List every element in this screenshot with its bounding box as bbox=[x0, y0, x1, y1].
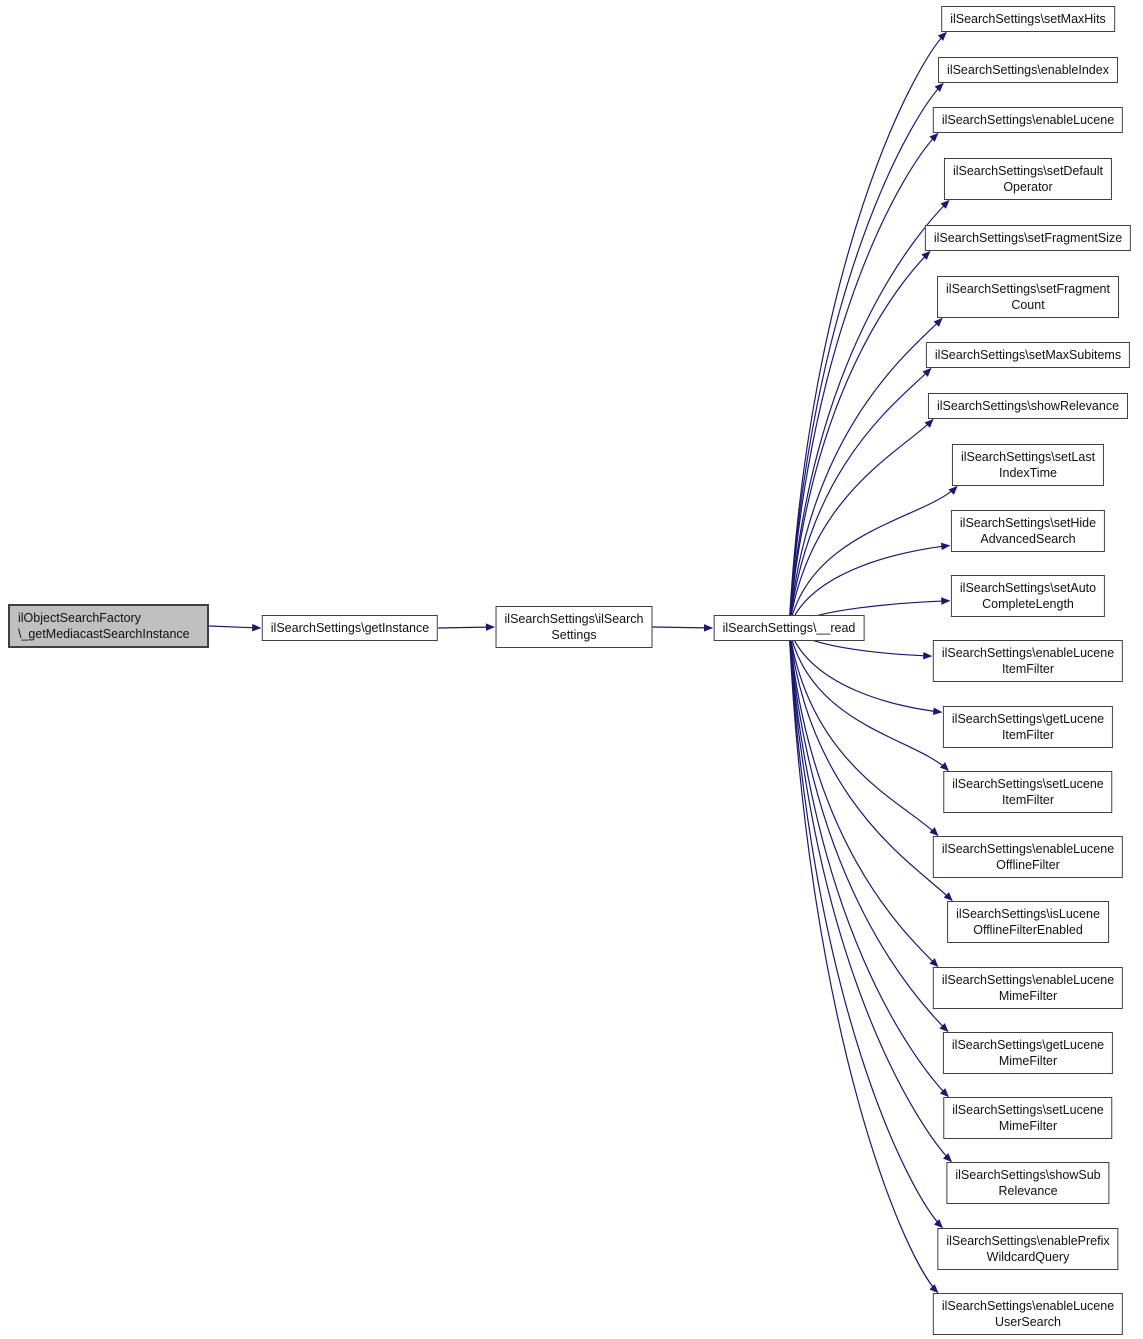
node-enable-lucene-user-search[interactable]: ilSearchSettings\enableLucene UserSearch bbox=[932, 1293, 1124, 1335]
node-set-fragment-count[interactable]: ilSearchSettings\setFragment Count bbox=[937, 276, 1119, 318]
node-is-lucene-offline-filter-enabled[interactable]: ilSearchSettings\isLucene OfflineFilterE… bbox=[947, 901, 1109, 943]
node-get-instance[interactable]: ilSearchSettings\getInstance bbox=[261, 615, 439, 641]
node-set-max-subitems[interactable]: ilSearchSettings\setMaxSubitems bbox=[925, 342, 1131, 368]
node-set-default-operator[interactable]: ilSearchSettings\setDefault Operator bbox=[943, 158, 1113, 200]
node-set-lucene-item-filter[interactable]: ilSearchSettings\setLucene ItemFilter bbox=[943, 771, 1113, 813]
node-set-hide-advanced-search[interactable]: ilSearchSettings\setHide AdvancedSearch bbox=[950, 510, 1106, 552]
node-enable-lucene-offline-filter[interactable]: ilSearchSettings\enableLucene OfflineFil… bbox=[932, 836, 1124, 878]
node-get-mediacast-search-instance: ilObjectSearchFactory \_getMediacastSear… bbox=[8, 604, 209, 648]
node-enable-lucene[interactable]: ilSearchSettings\enableLucene bbox=[932, 107, 1124, 133]
node-show-relevance[interactable]: ilSearchSettings\showRelevance bbox=[927, 393, 1129, 419]
node-set-lucene-mime-filter[interactable]: ilSearchSettings\setLucene MimeFilter bbox=[943, 1097, 1113, 1139]
node-set-max-hits[interactable]: ilSearchSettings\setMaxHits bbox=[941, 6, 1115, 32]
node-enable-lucene-item-filter[interactable]: ilSearchSettings\enableLucene ItemFilter bbox=[932, 640, 1124, 682]
node-get-lucene-mime-filter[interactable]: ilSearchSettings\getLucene MimeFilter bbox=[942, 1032, 1114, 1074]
node-set-last-index-time[interactable]: ilSearchSettings\setLast IndexTime bbox=[951, 444, 1105, 486]
node-enable-index[interactable]: ilSearchSettings\enableIndex bbox=[938, 57, 1118, 83]
node-set-auto-complete-length[interactable]: ilSearchSettings\setAuto CompleteLength bbox=[950, 575, 1106, 617]
node-read[interactable]: ilSearchSettings\__read bbox=[713, 615, 865, 641]
node-enable-prefix-wildcard-query[interactable]: ilSearchSettings\enablePrefix WildcardQu… bbox=[937, 1228, 1119, 1270]
node-get-lucene-item-filter[interactable]: ilSearchSettings\getLucene ItemFilter bbox=[942, 706, 1114, 748]
node-enable-lucene-mime-filter[interactable]: ilSearchSettings\enableLucene MimeFilter bbox=[932, 967, 1124, 1009]
node-il-search-settings-constructor[interactable]: ilSearchSettings\ilSearch Settings bbox=[495, 606, 653, 648]
node-show-sub-relevance[interactable]: ilSearchSettings\showSub Relevance bbox=[946, 1162, 1110, 1204]
node-set-fragment-size[interactable]: ilSearchSettings\setFragmentSize bbox=[924, 225, 1132, 251]
